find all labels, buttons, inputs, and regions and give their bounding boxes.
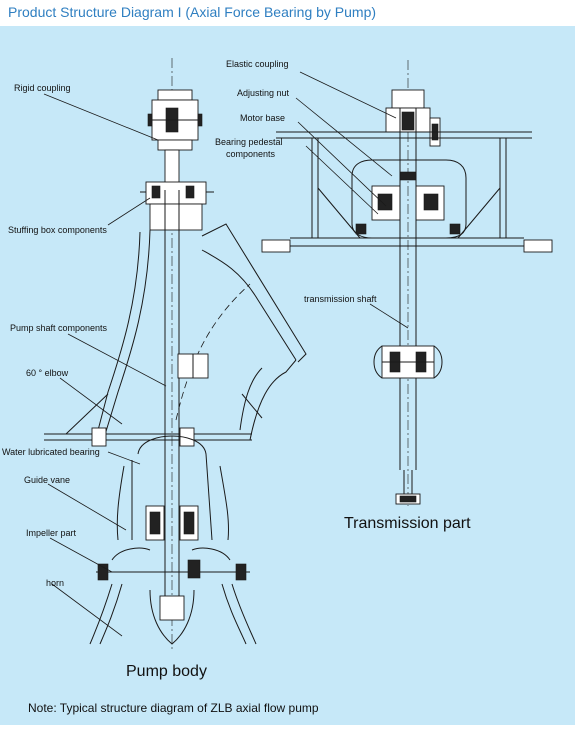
label-guide-vane: Guide vane [24, 475, 70, 485]
label-pump-shaft: Pump shaft components [10, 323, 108, 333]
header-bar: Product Structure Diagram I (Axial Force… [0, 0, 575, 26]
label-horn: horn [46, 578, 64, 588]
label-bearing-pedestal-components: components [226, 149, 276, 159]
label-impeller: Impeller part [26, 528, 77, 538]
label-bearing: Water lubricated bearing [2, 447, 100, 457]
pump-body-caption: Pump body [126, 663, 207, 680]
pump-body-leaders [43, 93, 167, 637]
label-elastic-coupling: Elastic coupling [226, 59, 289, 69]
label-adjusting-nut: Adjusting nut [237, 88, 290, 98]
label-motor-base: Motor base [240, 113, 285, 123]
transmission-drawing [261, 60, 553, 506]
label-stuffing-box: Stuffing box components [8, 225, 107, 235]
transmission-caption: Transmission part [344, 515, 471, 532]
label-rigid-coupling: Rigid coupling [14, 83, 71, 93]
page-title: Product Structure Diagram I (Axial Force… [8, 4, 377, 20]
label-transmission-shaft: transmission shaft [304, 294, 377, 304]
footnote: Note: Typical structure diagram of ZLB a… [28, 701, 319, 715]
diagram-panel: Rigid coupling Stuffing box components P… [0, 26, 575, 725]
pump-body-drawing [44, 58, 307, 650]
label-bearing-pedestal: Bearing pedestal [215, 137, 283, 147]
transmission-leaders [295, 71, 409, 329]
structure-diagram: Rigid coupling Stuffing box components P… [2, 58, 553, 715]
label-elbow: 60 ° elbow [26, 368, 69, 378]
